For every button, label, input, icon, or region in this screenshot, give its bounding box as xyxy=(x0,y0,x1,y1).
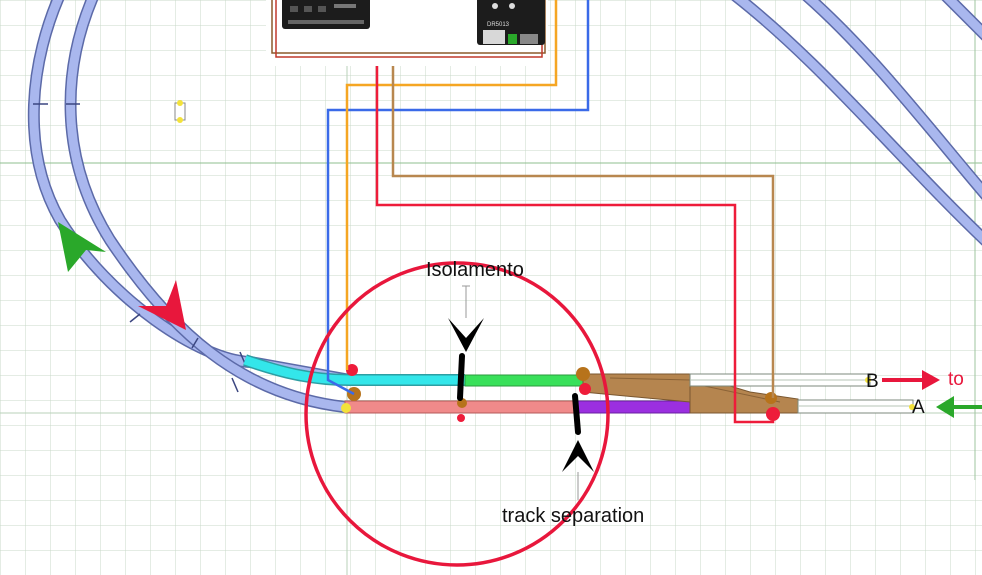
module-left xyxy=(282,0,370,29)
wire-brown xyxy=(391,62,775,398)
wires xyxy=(326,0,775,424)
isolation-pointer xyxy=(448,318,484,352)
isolation-mark xyxy=(457,353,465,401)
purple-section xyxy=(577,400,691,414)
separation-label: track separation xyxy=(502,505,644,527)
cyan-section-fill xyxy=(243,355,465,385)
arrow-out-red xyxy=(882,370,940,390)
green-section xyxy=(464,374,584,387)
separation-pointer xyxy=(562,440,594,472)
small-component xyxy=(174,100,186,123)
green-arrow xyxy=(58,222,106,272)
command-station-board: DR5013 xyxy=(266,0,548,66)
wire-orange xyxy=(345,0,558,370)
wire-blue xyxy=(326,0,590,396)
arrow-in-green xyxy=(936,396,982,418)
highlight-circle xyxy=(304,261,610,567)
diagonal-tracks-top-right xyxy=(731,0,982,246)
track-b-label: B xyxy=(866,371,879,392)
wire-red xyxy=(375,60,775,424)
red-arrow xyxy=(138,280,186,330)
separation-mark xyxy=(572,393,581,435)
isolation-label: Isolamento xyxy=(426,259,524,281)
track-a-label: A xyxy=(912,397,925,418)
module-right-label: DR5013 xyxy=(487,22,510,28)
curved-track-inner xyxy=(64,0,346,413)
to-label: to xyxy=(948,369,964,390)
